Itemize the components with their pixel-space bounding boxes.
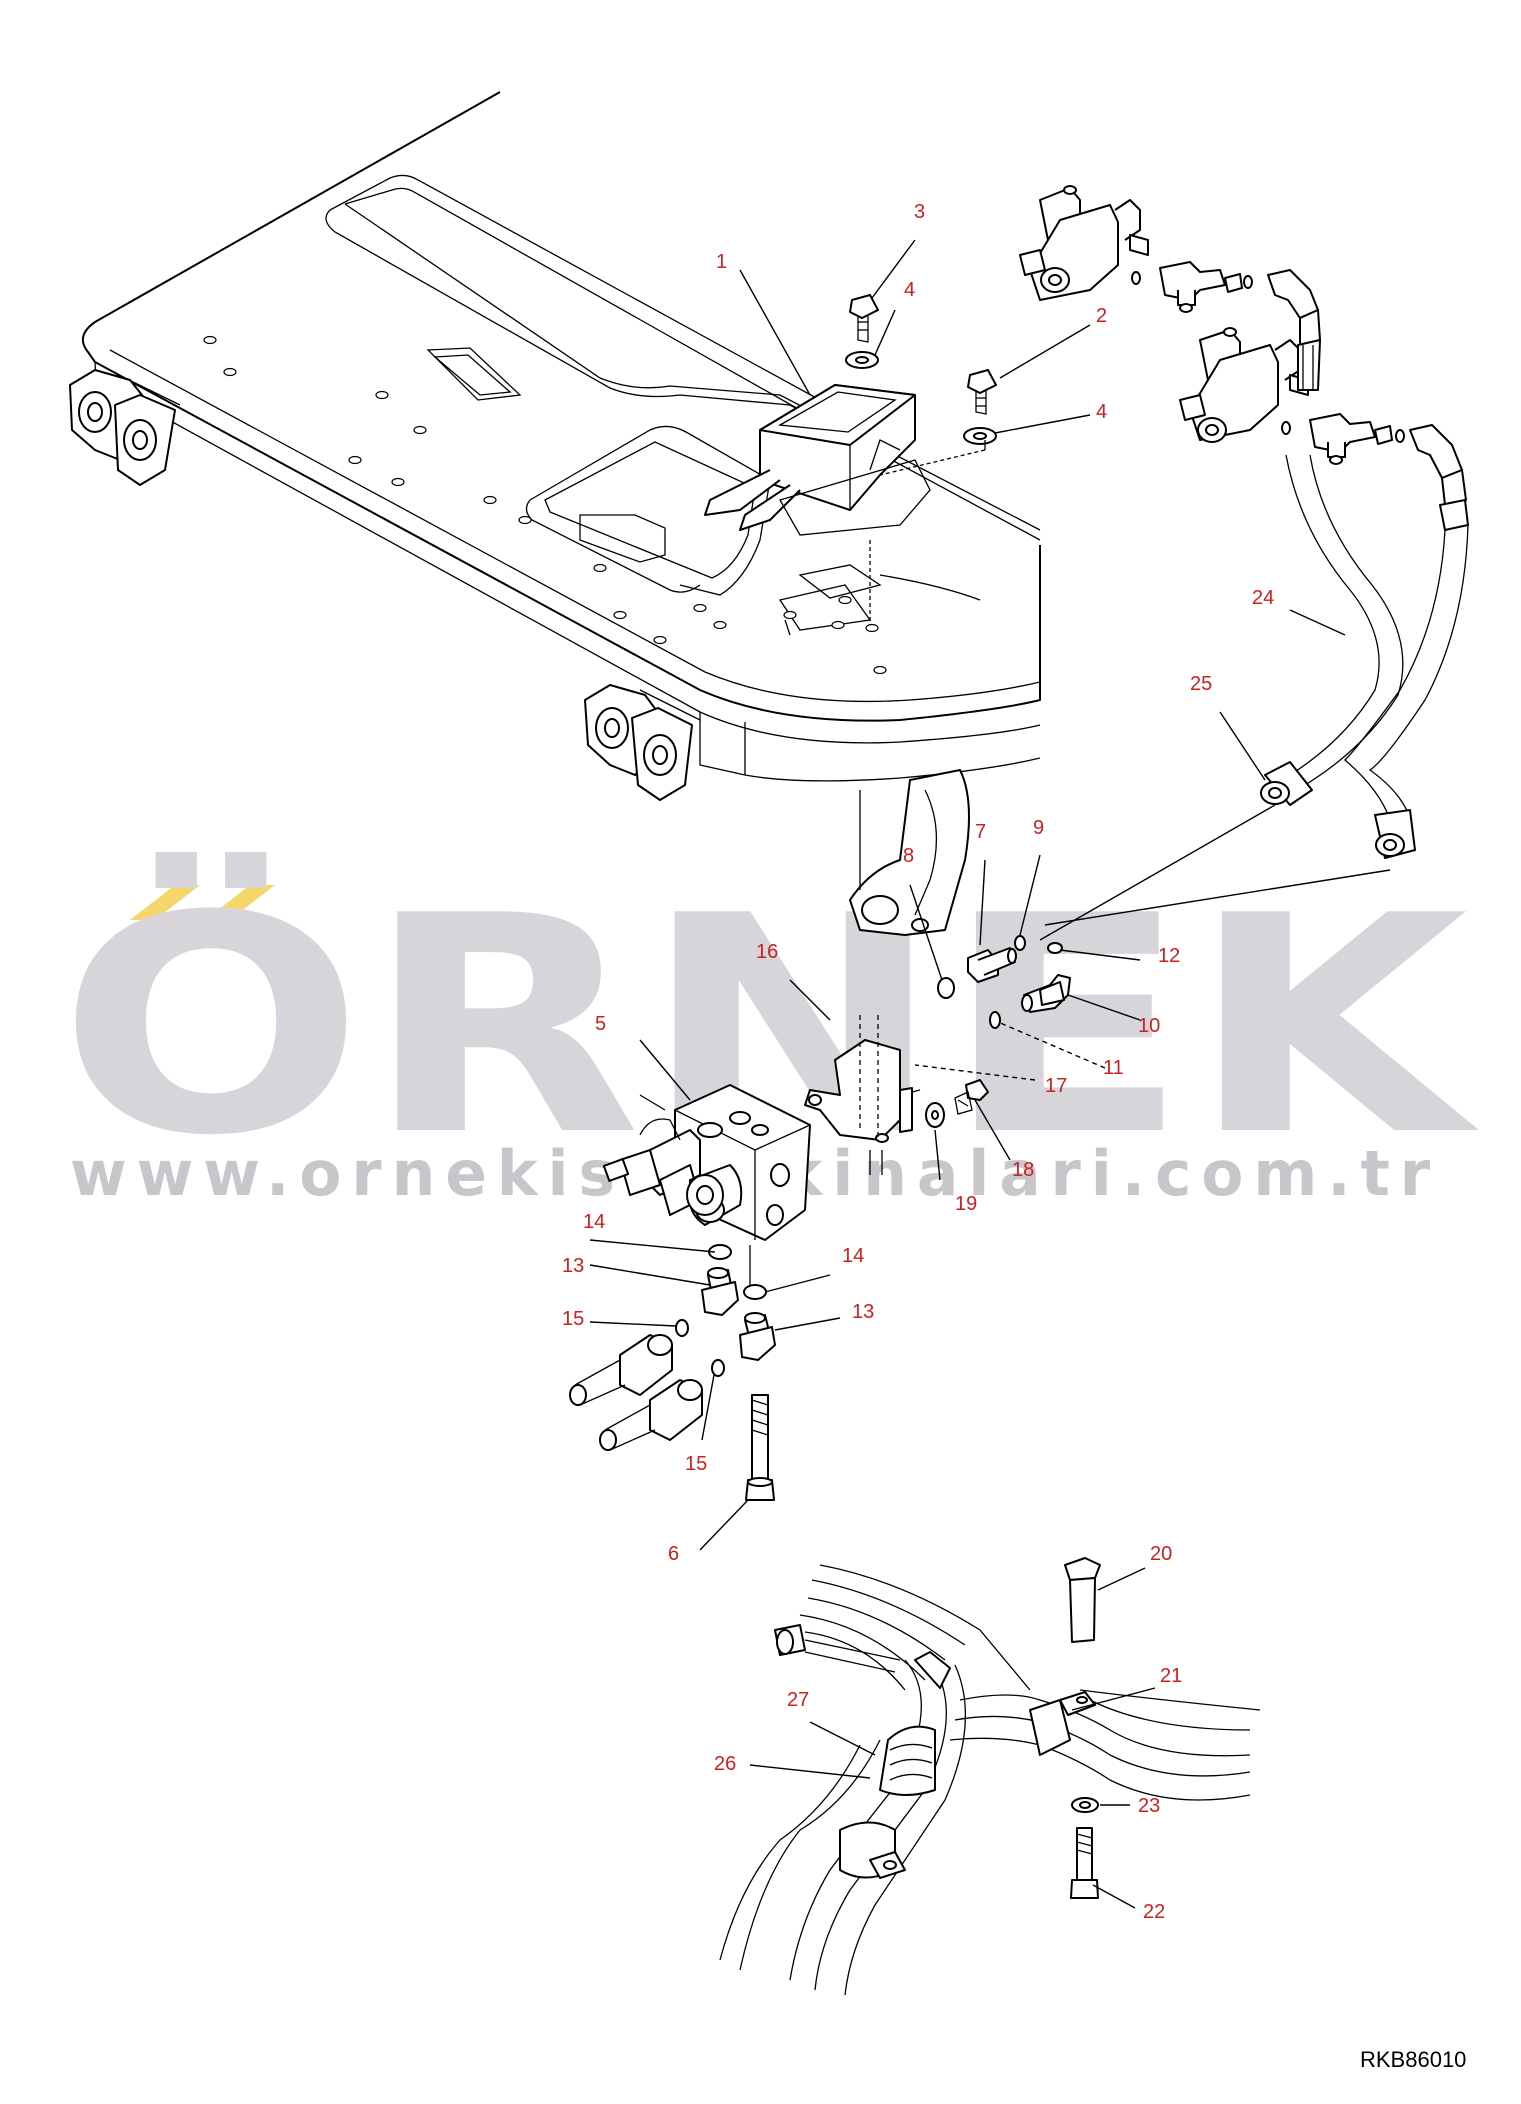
fitting-7 (967, 947, 1017, 983)
o-ring-9 (1014, 935, 1026, 951)
callout-7: 7 (975, 821, 986, 843)
o-ring-12 (1047, 942, 1063, 954)
control-box (704, 384, 931, 536)
callout-27: 27 (787, 1689, 809, 1711)
callout-numbers: 1 2 3 4 4 5 6 7 8 9 10 11 12 13 13 14 14… (562, 201, 1274, 1923)
hinge-lugs-right (584, 684, 701, 801)
callout-18: 18 (1012, 1159, 1034, 1181)
washer-4-top (845, 351, 879, 369)
callout-11: 11 (1103, 1057, 1124, 1079)
callout-21: 21 (1160, 1665, 1182, 1687)
callout-9: 9 (1033, 817, 1044, 839)
callout-20: 20 (1150, 1543, 1172, 1565)
hinge-lugs-left (69, 369, 181, 486)
valve-block-5 (602, 1084, 811, 1290)
bolt-path-2 (879, 449, 986, 476)
valve-lower (1179, 327, 1309, 443)
callout-12: 12 (1158, 945, 1180, 967)
hoses-lower-left (569, 1334, 703, 1451)
bolt-22 (1070, 1827, 1099, 1899)
harness (719, 1564, 1261, 1996)
callout-2: 2 (1096, 305, 1107, 327)
drawing-code: RKB86010 (1360, 2047, 1466, 2072)
hose-24 (1285, 339, 1469, 826)
elbow-fitting-upper (1267, 269, 1321, 346)
bracket-16 (804, 1015, 921, 1175)
bolt-18 (954, 1079, 989, 1115)
operator-platform (81, 91, 1041, 782)
callout-14-left: 14 (583, 1211, 605, 1233)
callout-6: 6 (668, 1543, 679, 1565)
leader-lines (589, 239, 1391, 1909)
callout-4-right: 4 (1096, 401, 1107, 423)
washer-23 (1071, 1797, 1099, 1813)
tee-fitting-lower (1281, 413, 1405, 465)
callout-10: 10 (1138, 1015, 1160, 1037)
callout-4-top: 4 (904, 279, 915, 301)
bolt-20 (1064, 1557, 1101, 1643)
o-ring-11 (989, 1011, 1001, 1029)
callout-15-right: 15 (685, 1453, 707, 1475)
washer-4-right (963, 427, 997, 445)
callout-19: 19 (955, 1193, 977, 1215)
callout-22: 22 (1143, 1901, 1165, 1923)
callout-24: 24 (1252, 587, 1274, 609)
callout-26: 26 (714, 1753, 736, 1775)
callout-3: 3 (914, 201, 925, 223)
hose-end-lower (1374, 809, 1416, 859)
callout-13-left: 13 (562, 1255, 584, 1277)
o-ring-15-right (711, 1359, 725, 1377)
bolt-3 (849, 294, 879, 343)
bolt-2 (967, 369, 997, 415)
fitting-10 (1021, 974, 1071, 1013)
tee-fitting-upper (1131, 261, 1253, 313)
callout-8: 8 (903, 845, 914, 867)
valve-upper (1019, 185, 1149, 301)
elbow-13-left (701, 1267, 739, 1316)
elbow-13-right (739, 1312, 776, 1361)
bolt-6 (745, 1394, 775, 1501)
o-ring-14-right (743, 1284, 767, 1300)
callout-17: 17 (1045, 1075, 1067, 1097)
callout-14-right: 14 (842, 1245, 864, 1267)
washer-19 (925, 1102, 945, 1128)
hose-end-25 (1260, 761, 1313, 806)
support-arm (849, 769, 970, 936)
watermark-umlaut-accent-left (130, 885, 200, 920)
callout-5: 5 (595, 1013, 606, 1035)
callout-13-right: 13 (852, 1301, 874, 1323)
o-ring-15-left (675, 1319, 689, 1337)
callout-16: 16 (756, 941, 778, 963)
elbow-fitting-lower (1409, 424, 1467, 506)
o-ring-8 (937, 977, 955, 999)
callout-15-left: 15 (562, 1308, 584, 1330)
callout-1: 1 (716, 251, 727, 273)
callout-23: 23 (1138, 1795, 1160, 1817)
mounting-holes (203, 335, 887, 675)
callout-25: 25 (1190, 673, 1212, 695)
watermark-umlaut-accent-right (205, 885, 275, 920)
